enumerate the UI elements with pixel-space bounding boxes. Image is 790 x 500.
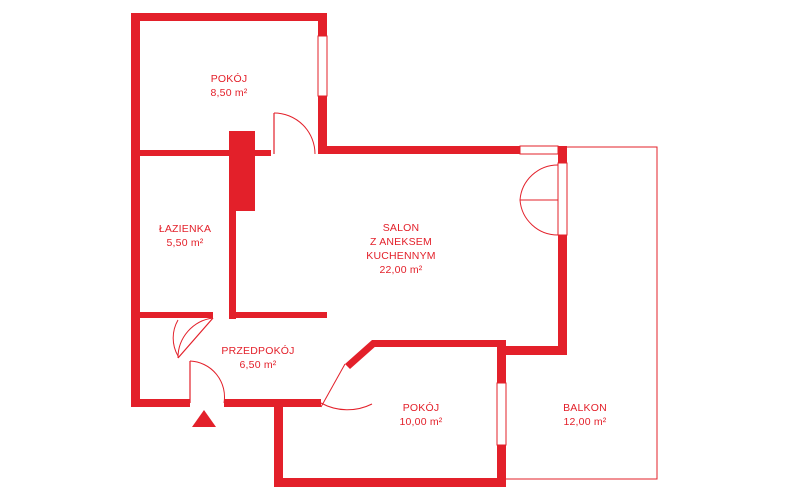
wall-top — [131, 13, 327, 21]
room-pokoj-small-area: 8,50 m² — [211, 87, 248, 99]
room-lazienka-name: ŁAZIENKA — [159, 223, 211, 235]
door-bathroom — [177, 317, 214, 359]
balcony-door-frame — [557, 162, 568, 236]
wall-room2-right-top — [497, 346, 506, 383]
wall-hall-bottom-left — [131, 399, 190, 407]
room-przedpokoj-name: PRZEDPOKÓJ — [221, 344, 294, 357]
balcony-outline — [505, 146, 658, 480]
wall-bathroom-right — [229, 131, 236, 319]
wall-room2-bottom — [274, 478, 505, 487]
walls — [131, 13, 568, 487]
wall-bathroom-bottom-left — [131, 312, 213, 318]
wall-left — [131, 13, 140, 407]
door-room2 — [320, 402, 373, 411]
room-salon-name-line1: SALON — [383, 222, 420, 234]
window-salon-top — [519, 145, 559, 155]
room-lazienka-area: 5,50 m² — [167, 237, 204, 249]
wall-room1-bottom — [131, 150, 271, 156]
room-labels: POKÓJ 8,50 m² ŁAZIENKA 5,50 m² SALON Z A… — [159, 72, 607, 428]
room-pokoj-large-name: POKÓJ — [403, 401, 440, 414]
wall-salon-right — [558, 235, 567, 355]
wall-salon-corner — [558, 146, 567, 163]
room-przedpokoj-area: 6,50 m² — [240, 359, 277, 371]
window-room2 — [496, 382, 507, 446]
wall-diagonal — [345, 340, 377, 369]
wall-room2-top — [372, 340, 506, 347]
room-balkon-area: 12,00 m² — [563, 416, 606, 428]
room-salon-area: 22,00 m² — [379, 264, 422, 276]
window-room1 — [317, 35, 328, 97]
wall-room2-right-bottom — [497, 445, 506, 487]
room-salon-name-line2: Z ANEKSEM — [370, 236, 432, 248]
room-salon-name-line3: KUCHENNYM — [366, 250, 435, 262]
wall-hall-bottom-right — [224, 399, 321, 407]
wall-bathroom-bottom-right — [229, 312, 327, 318]
door-entrance — [189, 360, 225, 404]
wall-room2-left — [274, 399, 283, 486]
room-pokoj-small-name: POKÓJ — [211, 72, 248, 85]
wall-room1-right-top — [318, 13, 327, 36]
room-pokoj-large-area: 10,00 m² — [399, 416, 442, 428]
door-room1 — [273, 112, 316, 155]
wall-salon-bottom-right — [497, 346, 567, 355]
wall-salon-top — [318, 146, 520, 154]
room-balkon-name: BALKON — [563, 402, 607, 414]
wall-room1-right-bottom — [318, 96, 327, 154]
doors — [172, 112, 559, 411]
entrance-triangle-icon — [192, 410, 216, 427]
